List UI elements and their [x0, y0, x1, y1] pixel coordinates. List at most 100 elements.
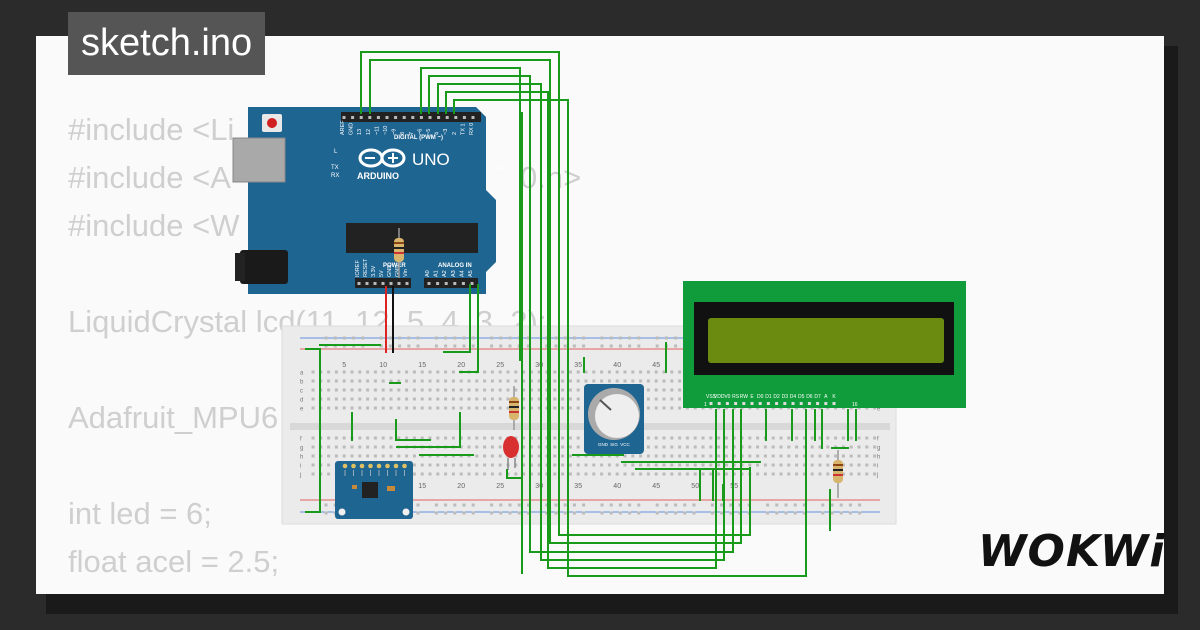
breadboard-hole[interactable] — [873, 454, 877, 458]
breadboard-hole[interactable] — [615, 472, 619, 476]
breadboard-hole[interactable] — [748, 436, 752, 440]
lcd-pin[interactable] — [775, 402, 779, 405]
rail-hole[interactable] — [655, 344, 659, 348]
rail-hole[interactable] — [775, 511, 779, 515]
breadboard-hole[interactable] — [537, 397, 541, 401]
breadboard-hole[interactable] — [381, 379, 385, 383]
arduino-pin[interactable] — [427, 282, 431, 285]
breadboard-hole[interactable] — [475, 379, 479, 383]
rail-hole[interactable] — [563, 503, 567, 507]
breadboard-hole[interactable] — [459, 463, 463, 467]
breadboard-hole[interactable] — [506, 406, 510, 410]
rail-hole[interactable] — [388, 344, 392, 348]
breadboard-hole[interactable] — [358, 436, 362, 440]
arduino-pin[interactable] — [454, 116, 458, 119]
breadboard-hole[interactable] — [467, 379, 471, 383]
breadboard-hole[interactable] — [444, 388, 448, 392]
breadboard-hole[interactable] — [678, 436, 682, 440]
breadboard-hole[interactable] — [748, 463, 752, 467]
breadboard-hole[interactable] — [451, 388, 455, 392]
rail-hole[interactable] — [637, 336, 641, 340]
breadboard-hole[interactable] — [451, 370, 455, 374]
breadboard-hole[interactable] — [865, 454, 869, 458]
rail-hole[interactable] — [545, 503, 549, 507]
breadboard-hole[interactable] — [810, 472, 814, 476]
breadboard-hole[interactable] — [756, 463, 760, 467]
breadboard-hole[interactable] — [553, 436, 557, 440]
breadboard-hole[interactable] — [537, 472, 541, 476]
breadboard-hole[interactable] — [865, 472, 869, 476]
arduino-pin[interactable] — [405, 282, 409, 285]
breadboard-hole[interactable] — [522, 436, 526, 440]
breadboard-hole[interactable] — [311, 436, 315, 440]
breadboard-hole[interactable] — [802, 436, 806, 440]
breadboard-hole[interactable] — [849, 436, 853, 440]
breadboard-hole[interactable] — [639, 463, 643, 467]
rail-hole[interactable] — [434, 503, 438, 507]
breadboard-hole[interactable] — [646, 454, 650, 458]
breadboard-hole[interactable] — [498, 388, 502, 392]
breadboard-hole[interactable] — [350, 370, 354, 374]
breadboard-hole[interactable] — [771, 472, 775, 476]
breadboard-hole[interactable] — [670, 397, 674, 401]
rail-hole[interactable] — [766, 511, 770, 515]
breadboard-hole[interactable] — [576, 463, 580, 467]
breadboard-hole[interactable] — [857, 472, 861, 476]
lcd-pin[interactable] — [709, 402, 713, 405]
breadboard-hole[interactable] — [771, 454, 775, 458]
breadboard-hole[interactable] — [607, 463, 611, 467]
breadboard-hole[interactable] — [327, 379, 331, 383]
rail-hole[interactable] — [848, 511, 852, 515]
breadboard-hole[interactable] — [451, 436, 455, 440]
rail-hole[interactable] — [563, 511, 567, 515]
rail-hole[interactable] — [490, 336, 494, 340]
rail-hole[interactable] — [444, 344, 448, 348]
breadboard-hole[interactable] — [568, 445, 572, 449]
breadboard-hole[interactable] — [522, 472, 526, 476]
rail-hole[interactable] — [379, 336, 383, 340]
rail-hole[interactable] — [508, 344, 512, 348]
arduino-pin[interactable] — [359, 116, 363, 119]
breadboard-hole[interactable] — [311, 397, 315, 401]
breadboard-hole[interactable] — [327, 454, 331, 458]
rail-hole[interactable] — [858, 503, 862, 507]
breadboard-hole[interactable] — [483, 388, 487, 392]
rail-hole[interactable] — [802, 503, 806, 507]
arduino-pin[interactable] — [394, 116, 398, 119]
arduino-pin[interactable] — [461, 282, 465, 285]
rail-hole[interactable] — [628, 336, 632, 340]
breadboard-hole[interactable] — [639, 472, 643, 476]
arduino-pin[interactable] — [436, 282, 440, 285]
breadboard-hole[interactable] — [397, 406, 401, 410]
breadboard-hole[interactable] — [826, 436, 830, 440]
breadboard-hole[interactable] — [397, 454, 401, 458]
breadboard-hole[interactable] — [600, 370, 604, 374]
rail-hole[interactable] — [453, 503, 457, 507]
breadboard-hole[interactable] — [584, 379, 588, 383]
breadboard-hole[interactable] — [841, 463, 845, 467]
breadboard-hole[interactable] — [514, 388, 518, 392]
breadboard-hole[interactable] — [561, 370, 565, 374]
breadboard-hole[interactable] — [795, 472, 799, 476]
breadboard-hole[interactable] — [358, 379, 362, 383]
breadboard-hole[interactable] — [444, 406, 448, 410]
breadboard-hole[interactable] — [412, 436, 416, 440]
rail-hole[interactable] — [526, 344, 530, 348]
arduino-uno-board[interactable]: UNO ARDUINO DIGITAL (PWM ~) ANALOG IN PO… — [232, 107, 503, 294]
breadboard-hole[interactable] — [483, 472, 487, 476]
breadboard-hole[interactable] — [342, 397, 346, 401]
breadboard-hole[interactable] — [529, 406, 533, 410]
rail-hole[interactable] — [563, 336, 567, 340]
breadboard-hole[interactable] — [490, 388, 494, 392]
rail-hole[interactable] — [416, 511, 420, 515]
rail-hole[interactable] — [545, 511, 549, 515]
breadboard-hole[interactable] — [763, 445, 767, 449]
breadboard-hole[interactable] — [467, 436, 471, 440]
rail-hole[interactable] — [462, 511, 466, 515]
breadboard-hole[interactable] — [818, 472, 822, 476]
mpu-pin[interactable] — [385, 463, 390, 469]
breadboard-hole[interactable] — [490, 472, 494, 476]
arduino-pin[interactable] — [385, 116, 389, 119]
rail-hole[interactable] — [388, 336, 392, 340]
